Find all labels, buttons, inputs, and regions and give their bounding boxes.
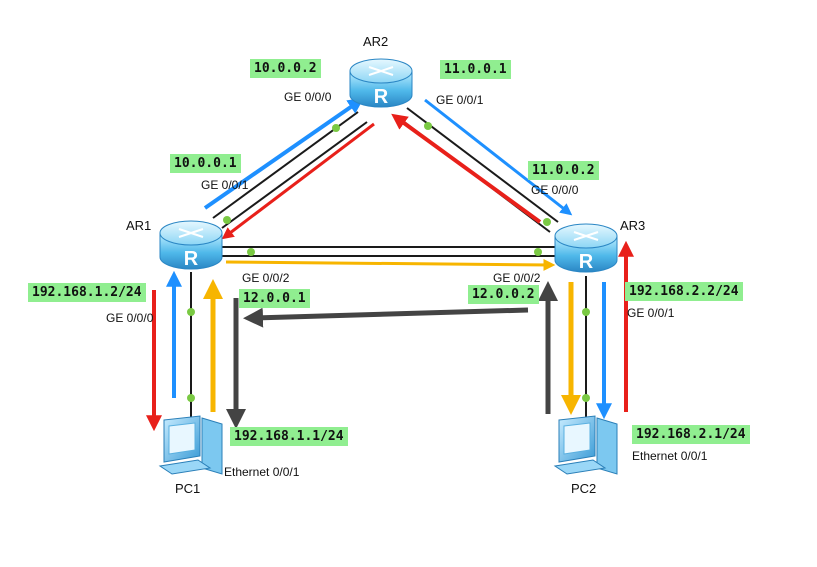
arrow-red-ar3-to-ar2	[391, 113, 542, 224]
ar2-router-icon[interactable]: R	[349, 58, 413, 108]
pc1-eth-label: Ethernet 0/0/1	[224, 465, 300, 479]
ip-pc2: 192.168.2.1/24	[632, 425, 750, 444]
pc2-pc-icon[interactable]	[553, 415, 618, 475]
ar1-router-icon[interactable]: R	[159, 220, 223, 270]
pc1-pc-icon[interactable]	[158, 415, 223, 475]
ip-ar1-ge001: 10.0.0.1	[170, 154, 241, 173]
ip-ar3-ge001: 192.168.2.2/24	[625, 282, 743, 301]
svg-text:R: R	[184, 248, 199, 270]
ar3-router-icon[interactable]: R	[554, 223, 618, 273]
ar1-label: AR1	[126, 218, 152, 233]
interface-dots	[187, 122, 590, 402]
pc2-label: PC2	[571, 481, 597, 496]
ip-ar1-ge000: 192.168.1.2/24	[28, 283, 146, 302]
link-ar1-ar3	[222, 246, 556, 257]
arrow-yellow-ar1-to-ar3	[225, 258, 556, 271]
ip-ar3-ge002: 12.0.0.2	[468, 285, 539, 304]
ip-ar2-ge000: 10.0.0.2	[250, 59, 321, 78]
ar2-ge001-label: GE 0/0/1	[436, 93, 484, 107]
ar1-ge001-label: GE 0/0/1	[201, 178, 249, 192]
svg-text:R: R	[579, 251, 594, 273]
ar3-label: AR3	[620, 218, 646, 233]
ar2-ge000-label: GE 0/0/0	[284, 90, 332, 104]
ar3-ge002-label: GE 0/0/2	[493, 271, 541, 285]
pc1-label: PC1	[175, 481, 201, 496]
ar2-label: AR2	[363, 34, 389, 49]
arrow-gray-ar3-to-ar1	[243, 307, 529, 328]
arrow-red-ar2-to-ar1	[221, 122, 375, 240]
ip-ar2-ge001: 11.0.0.1	[440, 60, 511, 79]
ar1-ge000-label: GE 0/0/0	[106, 311, 154, 325]
svg-text:R: R	[374, 86, 389, 108]
ip-ar1-ge002: 12.0.0.1	[239, 289, 310, 308]
ar3-ge001-label: GE 0/0/1	[627, 306, 675, 320]
ip-ar3-ge000: 11.0.0.2	[528, 161, 599, 180]
pc2-eth-label: Ethernet 0/0/1	[632, 449, 708, 463]
arrow-blue-ar2-to-ar3	[424, 98, 573, 216]
ip-pc1: 192.168.1.1/24	[230, 427, 348, 446]
ar1-ge002-label: GE 0/0/2	[242, 271, 290, 285]
arrow-blue-ar1-to-ar2	[203, 97, 364, 210]
ar3-ge000-label: GE 0/0/0	[531, 183, 579, 197]
